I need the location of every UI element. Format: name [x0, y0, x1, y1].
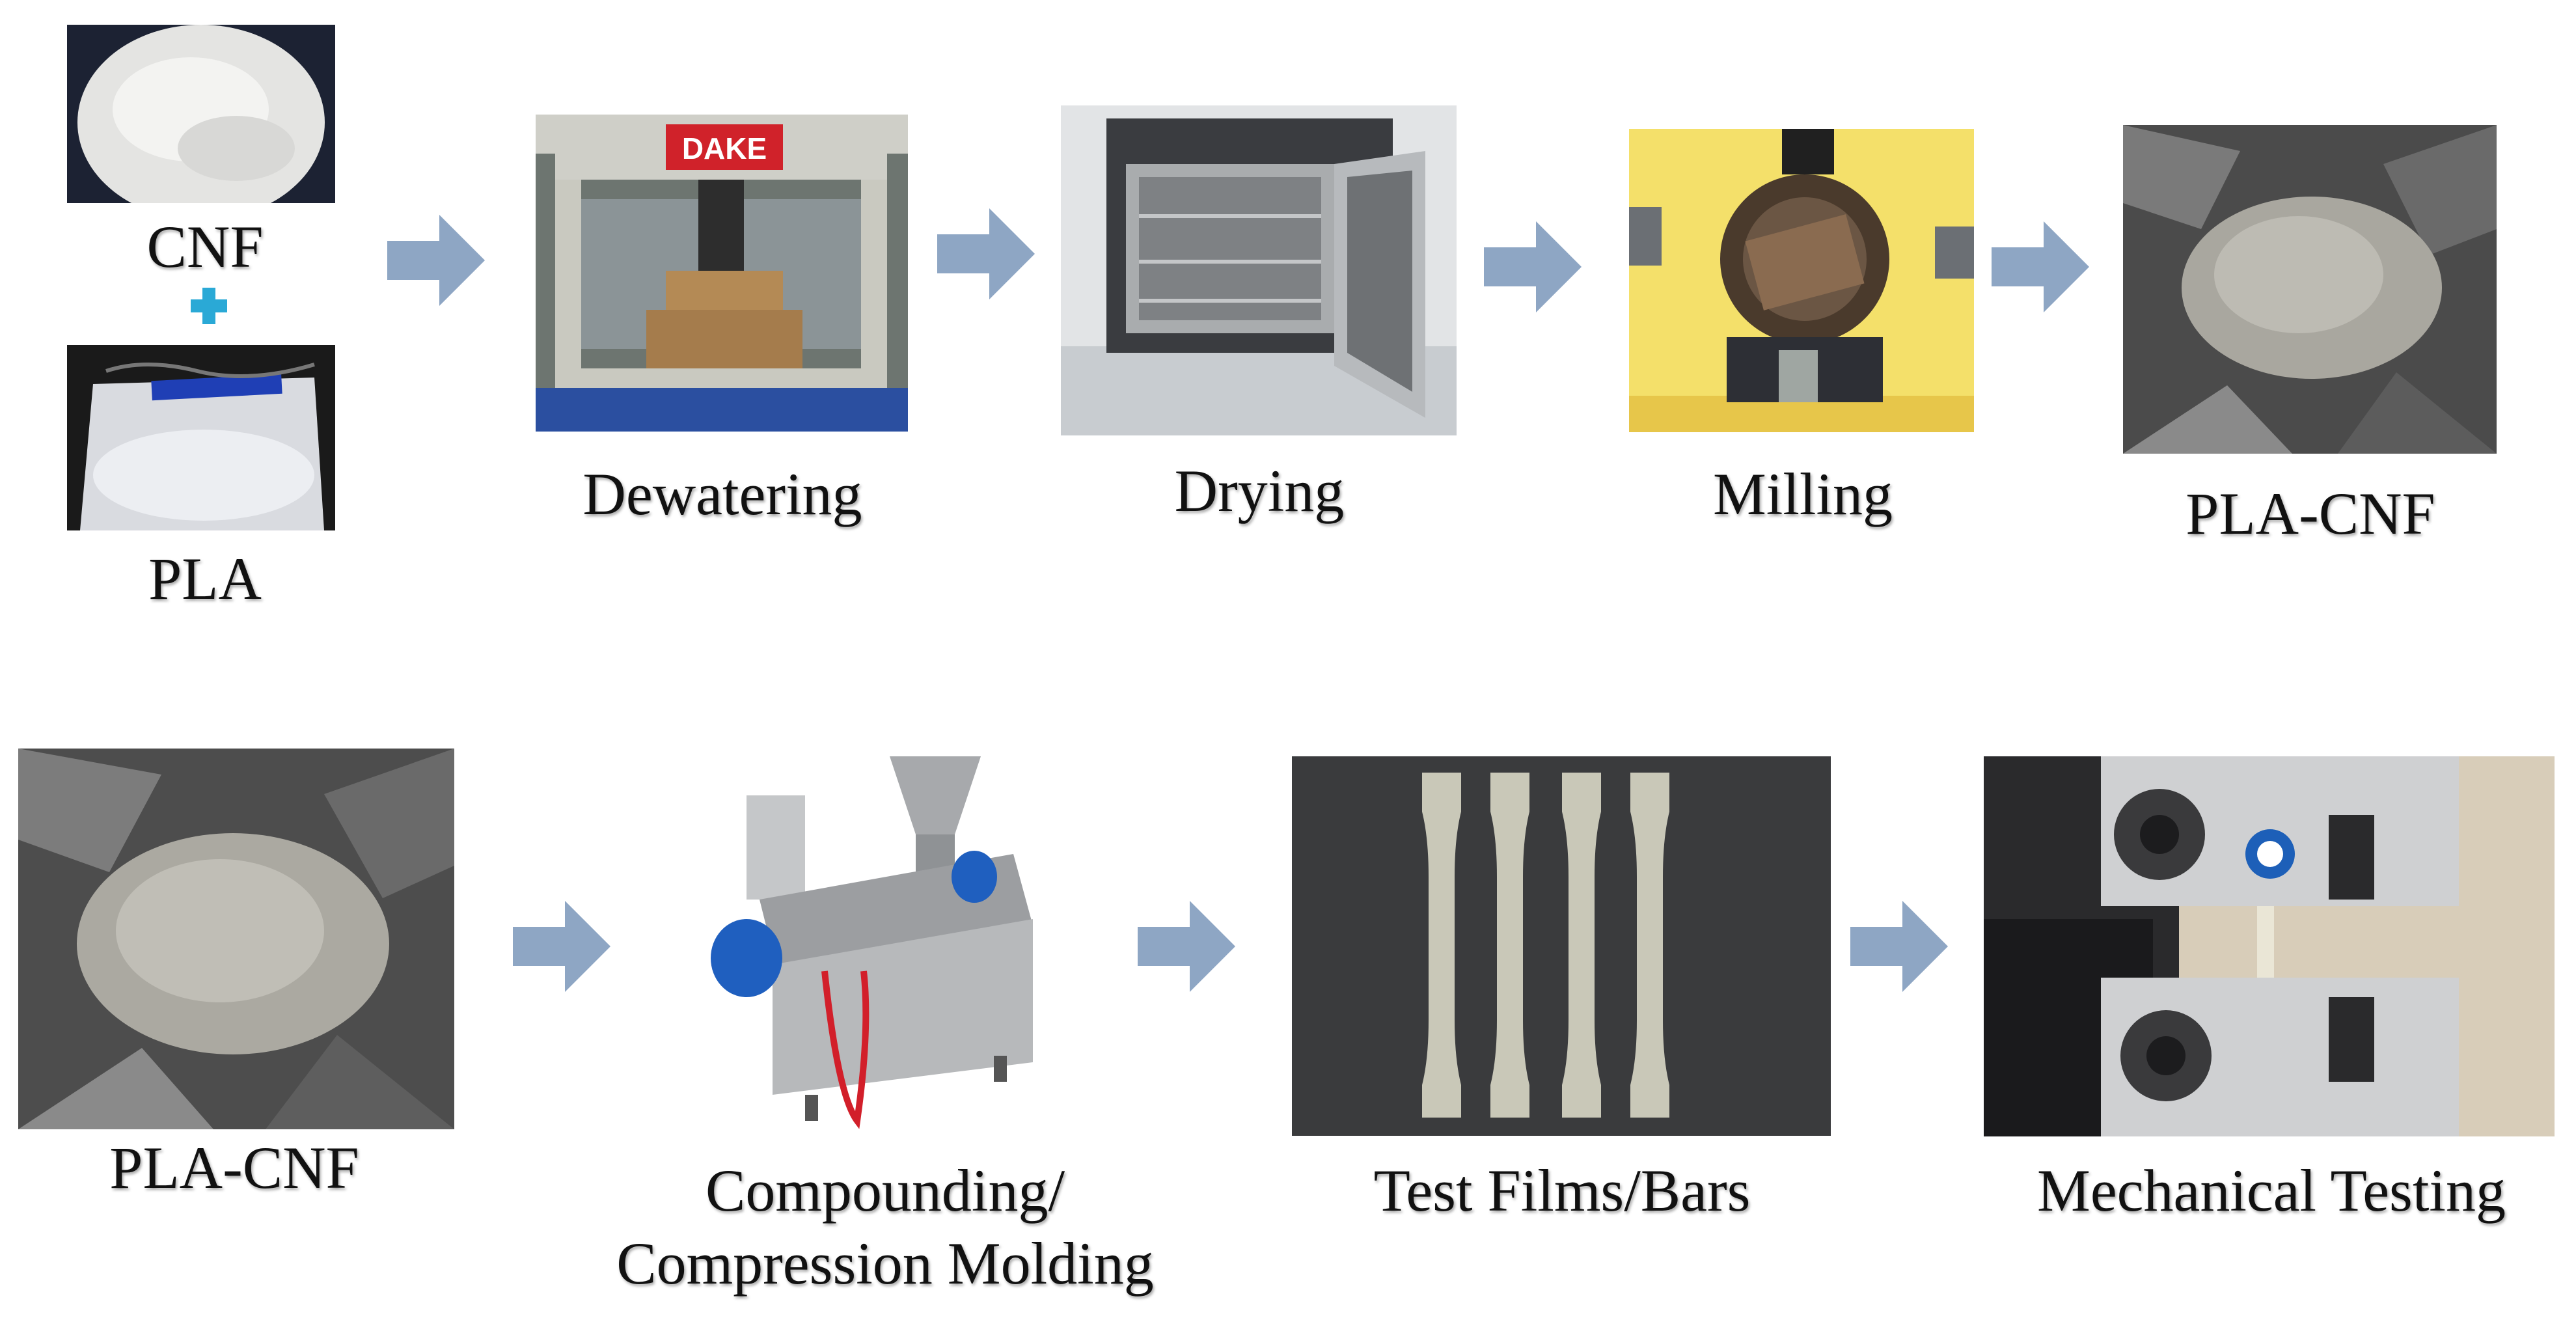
arrow-right-icon — [387, 215, 485, 306]
mechanical-testing-photo — [1984, 756, 2555, 1136]
step-label-test-films-bars: Test Films/Bars — [1373, 1157, 1751, 1224]
step-label-milling: Milling — [1712, 461, 1893, 527]
step-label-compression-molding: Compression Molding — [616, 1230, 1154, 1297]
step-label-dewatering: Dewatering — [582, 461, 862, 527]
cnf-label: CNF — [146, 213, 264, 280]
step-label-compounding: Compounding/ — [705, 1157, 1065, 1224]
pla-cnf-pellets-photo — [2123, 125, 2497, 454]
milling-photo — [1629, 129, 1974, 432]
step-label-mechanical-testing: Mechanical Testing — [2037, 1157, 2506, 1224]
dewatering-press-photo: DAKE — [536, 115, 908, 432]
pla-label: PLA — [148, 545, 262, 612]
step-label-pla-cnf-bottom: PLA-CNF — [109, 1134, 359, 1201]
cnf-photo — [67, 25, 335, 203]
step-label-pla-cnf-top: PLA-CNF — [2185, 480, 2435, 547]
extruder-photo — [707, 756, 1049, 1134]
arrow-right-icon — [1850, 901, 1948, 992]
arrow-right-icon — [937, 208, 1035, 299]
step-label-drying: Drying — [1174, 458, 1345, 524]
arrow-right-icon — [513, 901, 610, 992]
pla-cnf-pellets-photo — [18, 749, 454, 1129]
test-bars-photo — [1292, 756, 1831, 1136]
press-brand-text: DAKE — [682, 131, 767, 165]
arrow-right-icon — [1138, 901, 1235, 992]
drying-oven-photo — [1061, 105, 1457, 435]
arrow-right-icon — [1484, 221, 1582, 312]
plus-icon — [188, 285, 230, 327]
arrow-right-icon — [1992, 221, 2089, 312]
pla-photo — [67, 345, 335, 530]
